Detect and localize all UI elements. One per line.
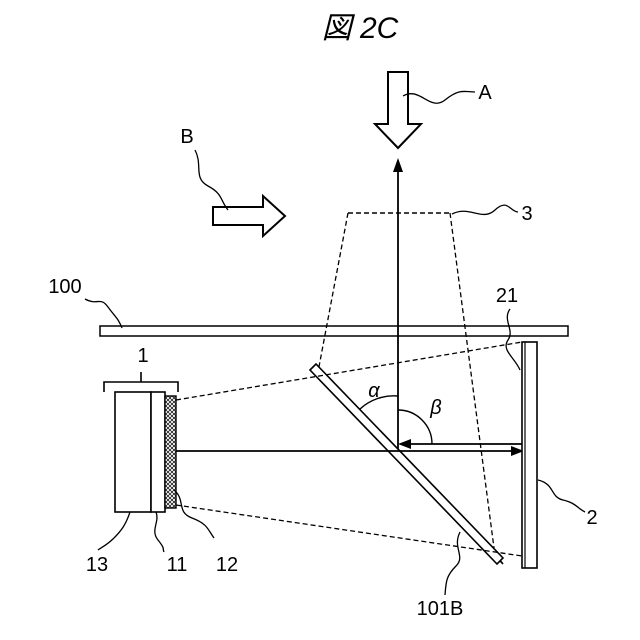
- label-a: A: [478, 82, 492, 104]
- leader-11: [155, 512, 164, 552]
- label-1: 1: [137, 345, 148, 367]
- group-1-brace: [104, 372, 178, 392]
- ray-upper-dashed: [176, 342, 522, 400]
- label-3: 3: [521, 203, 532, 225]
- label-2: 2: [586, 507, 597, 529]
- angle-beta-arc: [398, 410, 432, 444]
- label-100: 100: [48, 276, 81, 298]
- figure-title: 図 2C: [322, 12, 399, 45]
- beam-right-edge: [450, 213, 494, 548]
- label-13: 13: [86, 554, 108, 576]
- arrow-b-icon: [213, 196, 285, 236]
- part-13: [115, 392, 151, 512]
- leader-13: [98, 512, 130, 550]
- reflected-arrowhead-left: [398, 439, 411, 449]
- panel-2: [522, 342, 537, 568]
- leader-100: [85, 299, 122, 328]
- leader-101b: [445, 532, 460, 595]
- label-alpha: α: [368, 380, 380, 402]
- label-101b: 101B: [417, 598, 464, 620]
- label-b: B: [180, 126, 193, 148]
- arrow-a-icon: [375, 72, 421, 148]
- part-11: [151, 392, 165, 512]
- axis-arrowhead-up: [393, 158, 403, 172]
- label-beta: β: [429, 397, 441, 419]
- label-21: 21: [496, 285, 518, 307]
- leader-b: [195, 150, 228, 210]
- beam-left-edge: [318, 213, 348, 372]
- label-11: 11: [167, 554, 188, 576]
- leader-a: [403, 91, 475, 103]
- leader-21: [506, 309, 520, 370]
- leader-12: [174, 490, 214, 538]
- label-12: 12: [216, 554, 238, 576]
- leader-2: [538, 480, 585, 512]
- plate-100: [100, 326, 568, 336]
- part-12-hatched: [165, 396, 176, 508]
- beam-splitter-101b-body: [310, 364, 503, 564]
- leader-3: [452, 205, 518, 214]
